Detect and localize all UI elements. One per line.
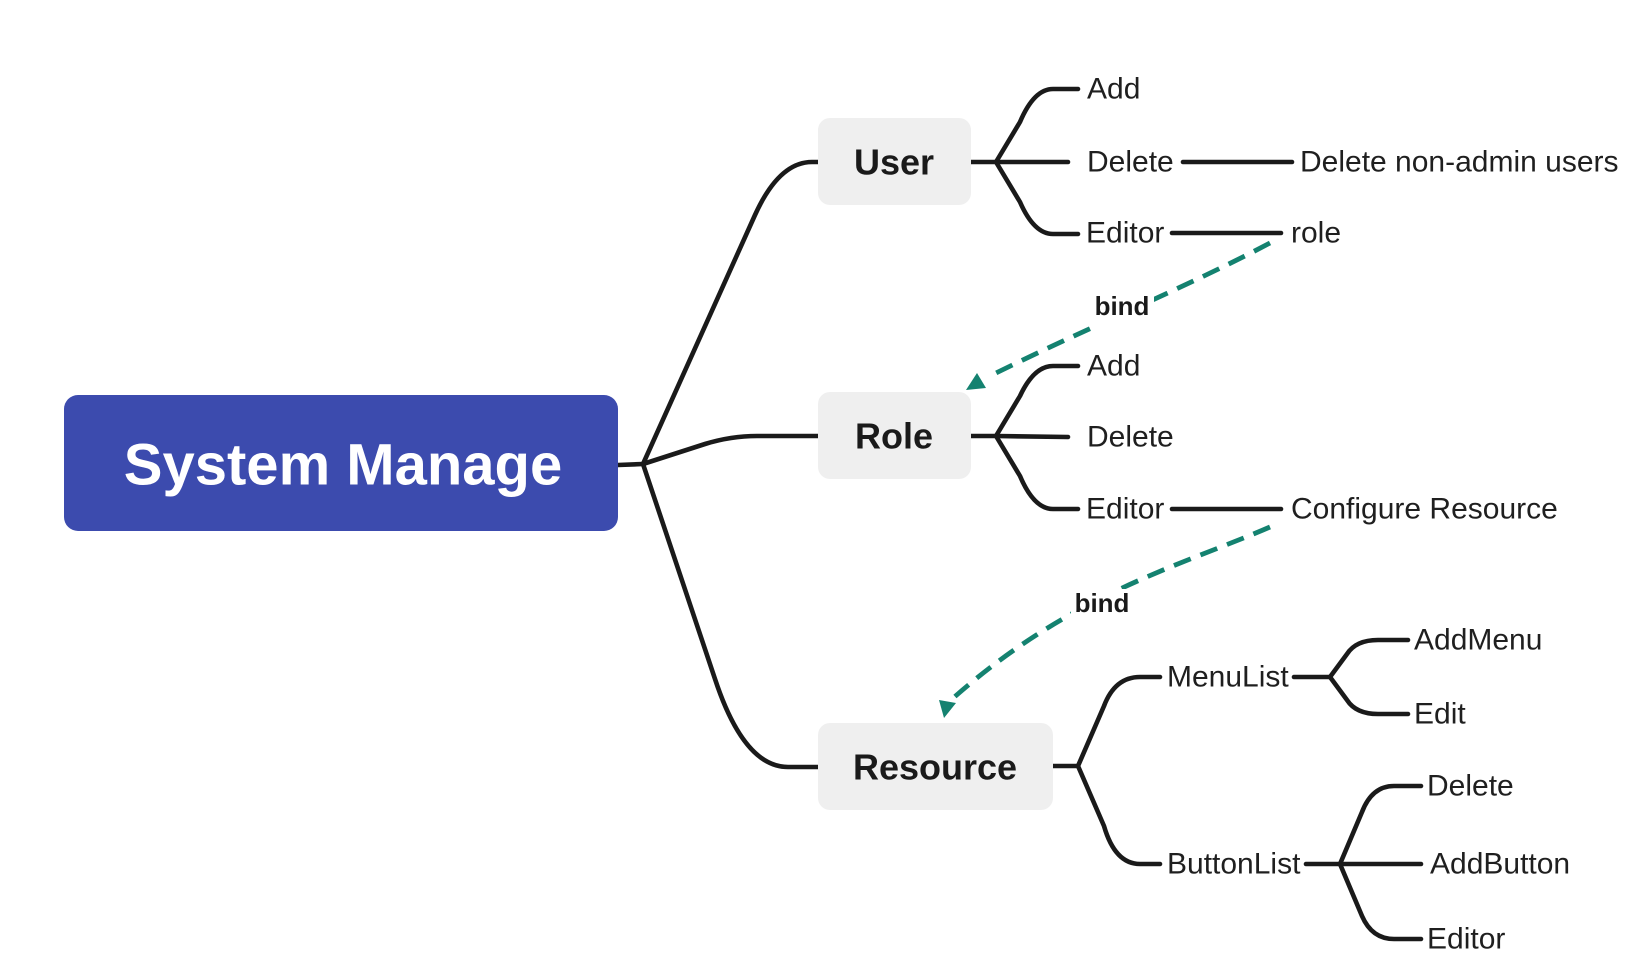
svg-text:User: User	[854, 142, 934, 183]
svg-text:AddMenu: AddMenu	[1414, 624, 1542, 657]
svg-text:Delete: Delete	[1087, 421, 1174, 454]
svg-text:bind: bind	[1075, 588, 1130, 618]
svg-text:Delete non-admin users: Delete non-admin users	[1300, 146, 1619, 179]
svg-text:Edit: Edit	[1414, 698, 1466, 731]
svg-text:ButtonList: ButtonList	[1167, 848, 1301, 881]
svg-text:Add: Add	[1087, 350, 1140, 383]
svg-text:Delete: Delete	[1427, 770, 1514, 803]
svg-text:Add: Add	[1087, 73, 1140, 106]
svg-text:AddButton: AddButton	[1430, 848, 1570, 881]
svg-text:MenuList: MenuList	[1167, 661, 1289, 694]
svg-text:Role: Role	[855, 416, 933, 457]
svg-text:Configure Resource: Configure Resource	[1291, 493, 1558, 526]
svg-text:Editor: Editor	[1427, 923, 1505, 956]
svg-text:Editor: Editor	[1086, 217, 1164, 250]
svg-text:Resource: Resource	[853, 747, 1017, 788]
svg-text:Editor: Editor	[1086, 493, 1164, 526]
svg-text:Delete: Delete	[1087, 146, 1174, 179]
svg-text:role: role	[1291, 217, 1341, 250]
svg-text:bind: bind	[1095, 291, 1150, 321]
svg-text:System Manage: System Manage	[124, 433, 562, 498]
